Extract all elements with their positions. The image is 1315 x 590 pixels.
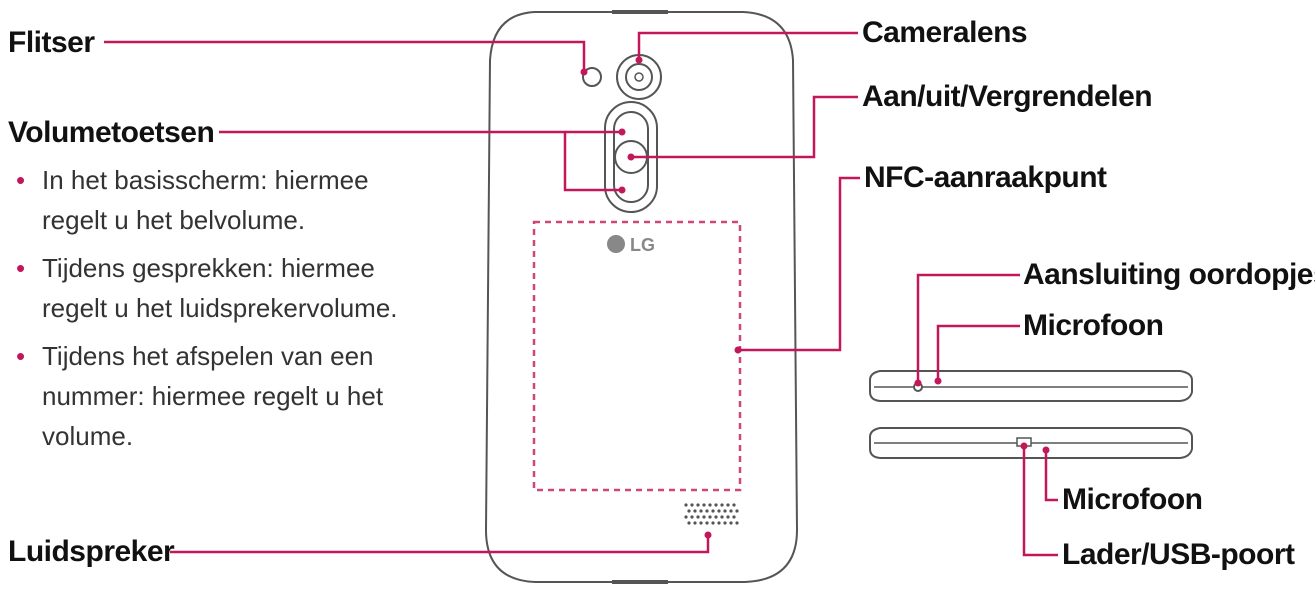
volume-note-text: In het basisscherm: hiermee regelt u het… bbox=[42, 165, 369, 235]
bullet-dot-icon: • bbox=[16, 253, 26, 283]
label-flash: Flitser bbox=[8, 26, 95, 59]
speaker-hole bbox=[717, 521, 721, 525]
speaker-hole bbox=[735, 521, 739, 525]
dot-nfc bbox=[734, 346, 742, 354]
speaker-hole bbox=[705, 521, 709, 525]
speaker-hole bbox=[687, 509, 691, 513]
speaker-hole bbox=[714, 503, 718, 507]
speaker-hole bbox=[696, 515, 700, 519]
speaker-grille bbox=[684, 503, 739, 525]
leader-usb bbox=[1022, 446, 1058, 557]
leader-lines bbox=[104, 31, 1058, 557]
dot-power bbox=[627, 153, 635, 161]
speaker-hole bbox=[720, 503, 724, 507]
dot-headset bbox=[914, 379, 922, 387]
speaker-hole bbox=[714, 515, 718, 519]
speaker-hole bbox=[693, 521, 697, 525]
label-mic-top: Microfoon bbox=[1023, 309, 1164, 342]
dot-flash bbox=[580, 68, 588, 76]
volume-note-1: • In het basisscherm: hiermee regelt u h… bbox=[16, 160, 406, 240]
speaker-hole bbox=[723, 509, 727, 513]
camera-lens-core bbox=[634, 72, 644, 82]
speaker-hole bbox=[684, 515, 688, 519]
nfc-area bbox=[532, 220, 742, 492]
dot-camera bbox=[635, 56, 643, 64]
speaker-hole bbox=[690, 515, 694, 519]
speaker-hole bbox=[699, 521, 703, 525]
speaker-hole bbox=[732, 515, 736, 519]
speaker-hole bbox=[717, 509, 721, 513]
volume-note-text: Tijdens gesprekken: hiermee regelt u het… bbox=[42, 253, 398, 323]
leader-camera bbox=[637, 31, 858, 60]
speaker-hole bbox=[726, 503, 730, 507]
label-volume-keys: Volumetoetsen bbox=[8, 116, 215, 149]
speaker-hole bbox=[720, 515, 724, 519]
phone-back-outline bbox=[484, 11, 799, 583]
speaker-hole bbox=[693, 509, 697, 513]
speaker-hole bbox=[708, 503, 712, 507]
volume-note-2: • Tijdens gesprekken: hiermee regelt u h… bbox=[16, 248, 416, 328]
label-mic-bottom: Microfoon bbox=[1062, 483, 1203, 516]
speaker-hole bbox=[687, 521, 691, 525]
label-nfc: NFC-aanraakpunt bbox=[864, 161, 1107, 194]
leader-dots bbox=[580, 56, 1050, 539]
flash-icon bbox=[582, 67, 602, 87]
speaker-hole bbox=[729, 509, 733, 513]
leader-mic-top bbox=[936, 324, 1020, 381]
leader-speaker bbox=[170, 535, 710, 554]
label-headset-jack: Aansluiting oordopjes bbox=[1023, 258, 1315, 291]
dot-volume-up bbox=[618, 128, 626, 136]
label-power-lock: Aan/uit/Vergrendelen bbox=[862, 80, 1153, 113]
leader-power bbox=[631, 95, 858, 159]
leader-mic-bottom bbox=[1044, 450, 1058, 502]
leader-flash bbox=[104, 40, 586, 72]
speaker-hole bbox=[708, 515, 712, 519]
dot-speaker bbox=[704, 531, 712, 539]
speaker-hole bbox=[690, 503, 694, 507]
dot-mic-top bbox=[934, 377, 942, 385]
speaker-hole bbox=[699, 509, 703, 513]
leader-volume bbox=[219, 130, 622, 192]
phone-bottom-view bbox=[869, 427, 1193, 459]
dot-usb bbox=[1020, 442, 1028, 450]
speaker-hole bbox=[702, 503, 706, 507]
phone-top-view bbox=[869, 370, 1193, 402]
speaker-hole bbox=[723, 521, 727, 525]
bullet-dot-icon: • bbox=[16, 341, 26, 371]
speaker-hole bbox=[726, 515, 730, 519]
lg-logo-text: LG bbox=[630, 235, 655, 255]
lg-logo-icon bbox=[607, 235, 625, 253]
speaker-hole bbox=[705, 509, 709, 513]
dot-volume-down bbox=[618, 186, 626, 194]
label-camera-lens: Cameralens bbox=[862, 16, 1028, 49]
speaker-hole bbox=[684, 503, 688, 507]
leader-headset bbox=[916, 273, 1020, 383]
speaker-hole bbox=[711, 509, 715, 513]
camera-lens-inner bbox=[625, 63, 653, 91]
dot-mic-bottom bbox=[1042, 446, 1050, 454]
speaker-hole bbox=[732, 503, 736, 507]
volume-note-text: Tijdens het afspelen van een nummer: hie… bbox=[42, 341, 384, 451]
speaker-hole bbox=[711, 521, 715, 525]
volume-notes-list: • In het basisscherm: hiermee regelt u h… bbox=[8, 160, 408, 480]
speaker-hole bbox=[729, 521, 733, 525]
bullet-dot-icon: • bbox=[16, 165, 26, 195]
label-speaker: Luidspreker bbox=[8, 535, 175, 568]
speaker-hole bbox=[702, 515, 706, 519]
lg-logo: LG bbox=[607, 235, 655, 255]
volume-note-3: • Tijdens het afspelen van een nummer: h… bbox=[16, 336, 406, 456]
speaker-hole bbox=[696, 503, 700, 507]
label-charger-usb: Lader/USB-poort bbox=[1062, 538, 1295, 571]
speaker-hole bbox=[735, 509, 739, 513]
leader-nfc bbox=[738, 176, 860, 352]
